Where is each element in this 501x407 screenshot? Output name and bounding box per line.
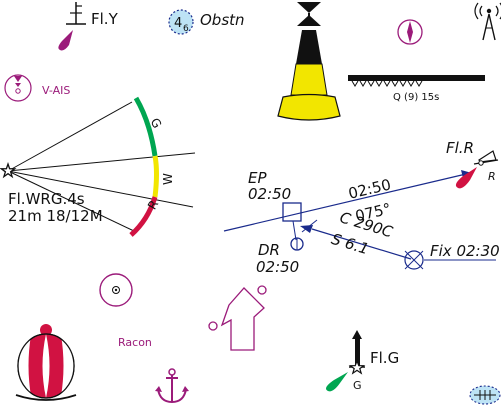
fl-g-label: Fl.G	[370, 349, 399, 367]
house-icon	[208, 285, 267, 351]
fl-g-color-label: G	[353, 379, 362, 392]
compass-rose-icon	[397, 19, 423, 45]
fix-label: Fix 02:30	[430, 242, 500, 260]
dr-time-label: 02:50	[256, 258, 299, 276]
virtual-ais-icon	[4, 74, 32, 102]
course-time-label: 02:50	[347, 175, 393, 202]
obstn-depth-sub-label: 6	[183, 24, 189, 34]
fl-y-label: Fl.Y	[91, 10, 119, 28]
danger-buoy-icon	[15, 324, 77, 401]
wreck-depth-icon	[168, 9, 194, 35]
racon-label: Racon	[118, 336, 152, 349]
cardinal-buoy-icon	[277, 2, 341, 121]
v-ais-label: V-AIS	[42, 84, 70, 97]
obstn-depth-label: 4	[174, 16, 182, 31]
sector-w-label: W	[161, 173, 175, 185]
foul-ground-icon	[469, 385, 501, 405]
course-plot	[223, 170, 496, 270]
fl-r-label: Fl.R	[446, 139, 474, 157]
light-phase-bar	[348, 75, 485, 87]
obstn-label: Obstn	[200, 11, 245, 29]
lateral-buoy-icon	[455, 150, 499, 189]
current-speed-label: S 6.1	[329, 230, 371, 258]
light-char-label: Q (9) 15s	[393, 92, 439, 103]
light-flare-icon	[58, 2, 86, 51]
radio-tower-icon	[474, 2, 501, 41]
sector-light-range-label: 21m 18/12M	[8, 207, 103, 225]
fl-r-color-label: R	[488, 170, 496, 183]
starboard-beacon-icon	[326, 330, 366, 392]
anchor-icon	[155, 368, 189, 404]
sector-light	[0, 96, 196, 237]
ep-time-label: 02:50	[248, 185, 291, 203]
ep-label: EP	[248, 169, 267, 187]
dr-label: DR	[258, 241, 280, 259]
racon-icon	[99, 273, 133, 307]
sector-light-label: Fl.WRG.4s	[8, 190, 85, 208]
